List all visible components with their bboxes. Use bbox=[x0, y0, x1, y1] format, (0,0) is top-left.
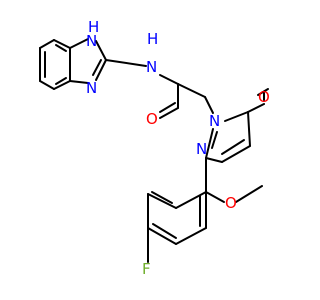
atom-labels: N H N N H O N N O O F bbox=[86, 18, 270, 278]
atom-o-amide: O bbox=[146, 110, 158, 128]
atom-nh-amide-hydrogen: H bbox=[147, 30, 158, 48]
atom-nh-amide: N bbox=[146, 58, 157, 76]
atom-n-ring: N bbox=[86, 79, 97, 97]
atom-o-methoxy: O bbox=[225, 194, 237, 212]
molecule-diagram: N H N N H O N N O O F bbox=[39, 18, 270, 278]
benzimidazole-benzene-ring bbox=[39, 39, 71, 90]
benzimidazole-imidazole-ring bbox=[69, 38, 107, 84]
atom-n2-pyridazinone: N bbox=[196, 140, 207, 158]
atom-o-ketone: O bbox=[258, 88, 270, 106]
pyridazinone-ring bbox=[205, 88, 269, 163]
atom-n1-pyridazinone: N bbox=[209, 112, 220, 130]
amide-linker bbox=[105, 59, 214, 119]
fluoro-methoxyphenyl-ring bbox=[147, 157, 263, 263]
atom-nh-ring: N bbox=[86, 32, 97, 50]
molecule-structure-canvas: N H N N H O N N O O F bbox=[39, 18, 270, 278]
atom-fluorine: F bbox=[142, 260, 151, 278]
atom-nh-ring-hydrogen: H bbox=[88, 18, 99, 36]
